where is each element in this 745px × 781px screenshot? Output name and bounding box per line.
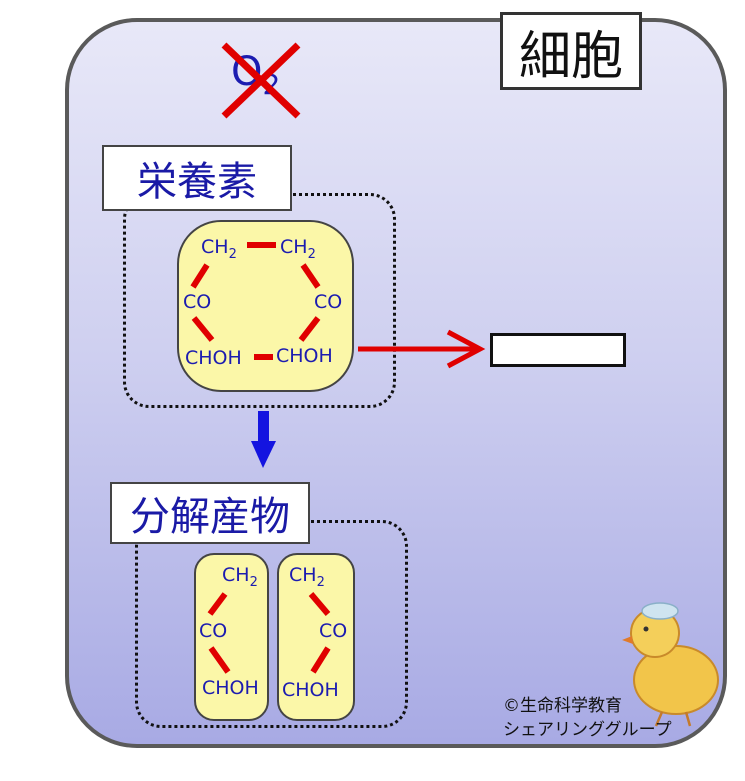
ring-bottom-left-group: CHOH [185, 347, 242, 369]
chick-illustration [622, 602, 719, 727]
credit-text: ©生命科学教育 シェアリンググループ [503, 694, 672, 742]
credit-line-1: ©生命科学教育 [503, 696, 622, 716]
ring-mid-right-group: CO [314, 291, 343, 313]
product-left-top-sub: 2 [249, 574, 258, 590]
bond-upper-right [300, 263, 321, 289]
ring-mid-left-group: CO [183, 291, 212, 313]
down-arrow-head [251, 441, 276, 468]
nutrient-molecule [177, 220, 354, 392]
product-right-top-group: CH2 [289, 566, 325, 589]
product-label: 分解産物 [110, 482, 310, 544]
product-right-top-sub: 2 [316, 574, 325, 590]
ring-top-left-group: CH2 [201, 238, 237, 261]
nutrient-label: 栄養素 [102, 145, 292, 211]
product-left-mid: CO [199, 620, 228, 642]
product-left-top-text: CH [222, 564, 250, 586]
ring-top-right-group: CH2 [280, 238, 316, 261]
bond-product-right-lower [310, 646, 331, 674]
product-right-bottom: CHOH [282, 679, 339, 701]
bond-product-left-lower [208, 646, 231, 674]
cell-membrane [65, 18, 727, 748]
product-right-mid: CO [319, 620, 348, 642]
answer-box [490, 333, 626, 367]
credit-line-2: シェアリンググループ [503, 720, 672, 740]
down-arrow-shaft [258, 411, 269, 441]
oxygen-cross-line-2 [221, 42, 301, 119]
product-right-top-text: CH [289, 564, 317, 586]
ring-bottom-right-group: CHOH [276, 345, 333, 367]
ring-top-left-sub: 2 [228, 246, 237, 262]
cell-title: 細胞 [500, 12, 642, 90]
bond-product-right-upper [308, 592, 331, 616]
product-left-bottom: CHOH [202, 677, 259, 699]
product-molecule-left [194, 553, 269, 721]
ring-top-right-text: CH [280, 236, 308, 258]
product-molecule-right [277, 553, 355, 721]
product-left-top-group: CH2 [222, 566, 258, 589]
bond-product-left-upper [207, 592, 228, 616]
right-arrow-head [446, 329, 486, 369]
ring-top-left-text: CH [201, 236, 229, 258]
ring-top-right-sub: 2 [307, 246, 316, 262]
bond-lower-left [191, 316, 215, 342]
bond-lower-right [298, 316, 321, 342]
bond-upper-left [190, 263, 210, 289]
